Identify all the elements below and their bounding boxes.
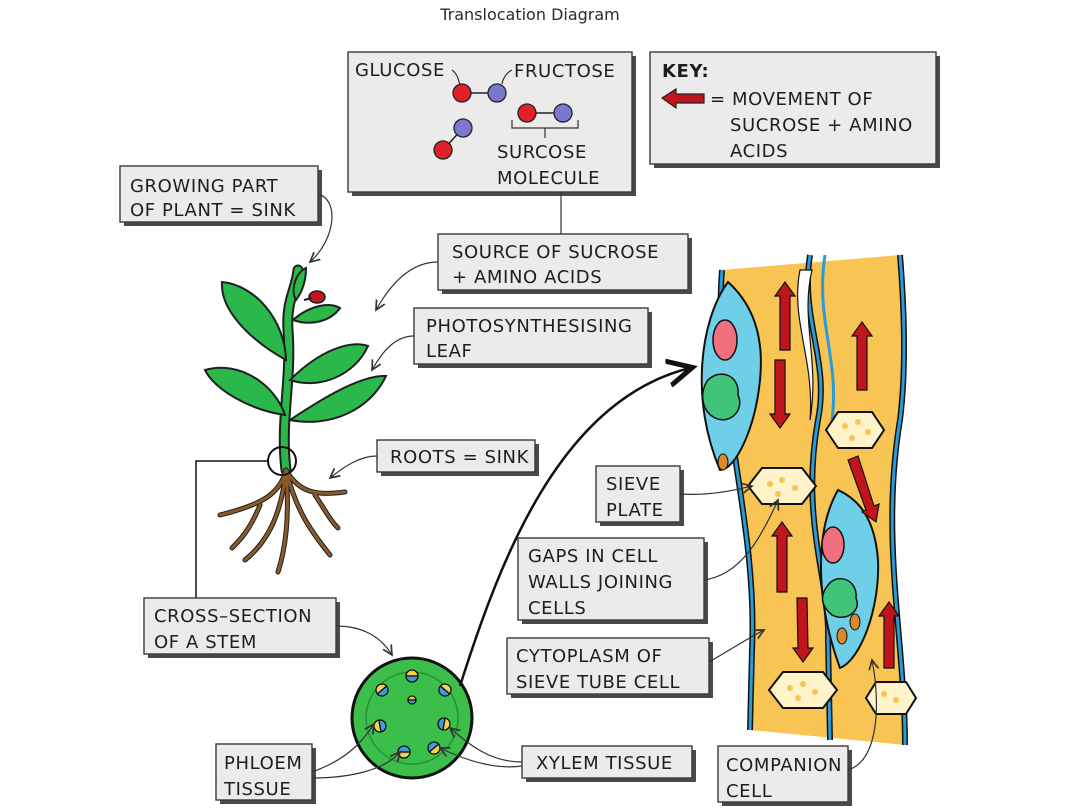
roots-text: ROOTS = SINK	[390, 447, 530, 468]
key-line-1: = MOVEMENT OF	[710, 89, 873, 110]
flower-bud	[308, 290, 326, 304]
label-gaps: GAPS IN CELL WALLS JOINING CELLS	[517, 500, 778, 624]
diagram-title: Translocation Diagram	[440, 5, 620, 24]
key-line-2: SUCROSE + AMINO	[730, 115, 913, 136]
label-companion-cell: COMPANION CELL	[717, 660, 876, 806]
cyto-line-2: SIEVE TUBE CELL	[516, 672, 680, 693]
sieve-tube	[700, 254, 918, 746]
molecule-box: GLUCOSE FRUCTOSE SURCOSE MOLECULE	[347, 51, 636, 196]
key-line-3: ACIDS	[730, 141, 788, 162]
phloem-line-2: TISSUE	[223, 779, 291, 800]
source-line-1: SOURCE OF SUCROSE	[452, 242, 659, 263]
glucose-label: GLUCOSE	[355, 60, 445, 81]
sucrose-label-1: SURCOSE	[497, 142, 587, 163]
red-arrow-icon	[660, 87, 705, 110]
label-sieve-plate: SIEVE PLATE	[595, 465, 752, 526]
sucrose-label-2: MOLECULE	[497, 168, 600, 189]
plant	[195, 264, 388, 600]
leaf	[220, 280, 288, 362]
sieve-line-1: SIEVE	[606, 474, 661, 495]
photo-line-2: LEAF	[426, 341, 472, 362]
label-cytoplasm: CYTOPLASM OF SIEVE TUBE CELL	[506, 630, 764, 698]
fructose-label: FRUCTOSE	[514, 61, 615, 82]
gaps-line-2: WALLS JOINING	[528, 572, 673, 593]
sieve-plate	[746, 411, 918, 715]
cyto-line-1: CYTOPLASM OF	[516, 646, 662, 667]
cross-line-1: CROSS–SECTION	[154, 606, 312, 627]
key-box: KEY: = MOVEMENT OF SUCROSE + AMINO ACIDS	[649, 51, 940, 168]
fructose-molecule-icon	[487, 83, 507, 103]
growing-line-1: GROWING PART	[130, 176, 279, 197]
label-roots: ROOTS = SINK	[330, 439, 539, 478]
label-source: SOURCE OF SUCROSE + AMINO ACIDS	[376, 233, 692, 310]
label-photosynthesising-leaf: PHOTOSYNTHESISING LEAF	[372, 307, 652, 370]
xylem-text: XYLEM TISSUE	[536, 753, 673, 774]
label-phloem: PHLOEM TISSUE	[215, 724, 400, 804]
comp-line-2: CELL	[726, 781, 772, 802]
growing-line-2: OF PLANT = SINK	[130, 200, 296, 221]
cross-line-2: OF A STEM	[154, 632, 257, 653]
sieve-line-2: PLATE	[606, 500, 664, 521]
gaps-line-3: CELLS	[528, 598, 586, 619]
gaps-line-1: GAPS IN CELL	[528, 546, 658, 567]
label-xylem: XYLEM TISSUE	[440, 728, 696, 782]
glucose-molecule-icon	[452, 83, 472, 103]
comp-line-1: COMPANION	[726, 755, 842, 776]
phloem-line-1: PHLOEM	[224, 753, 302, 774]
label-cross-section: CROSS–SECTION OF A STEM	[143, 597, 392, 658]
photo-line-1: PHOTOSYNTHESISING	[426, 316, 633, 337]
source-line-2: + AMINO ACIDS	[452, 267, 602, 288]
key-heading: KEY:	[662, 61, 709, 82]
label-growing-part: GROWING PART OF PLANT = SINK	[119, 165, 333, 262]
